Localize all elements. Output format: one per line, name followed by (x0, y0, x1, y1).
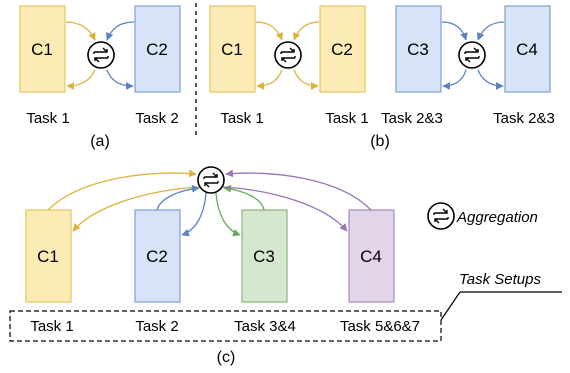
client-box-c2 (319, 5, 366, 93)
client-box-c1 (209, 5, 256, 93)
download-arrow (181, 192, 207, 237)
client-box-c2 (134, 209, 181, 303)
client-label: C1 (31, 40, 53, 59)
download-arrow (72, 186, 200, 232)
download-arrow (442, 69, 467, 90)
aggregation-icon (87, 41, 115, 69)
aggregation-icon (274, 41, 302, 69)
task-label: Task 2&3 (493, 110, 555, 127)
download-arrow (477, 69, 504, 90)
client-box-c1 (19, 5, 66, 93)
panel-caption: (c) (217, 349, 236, 366)
client-label: C1 (37, 247, 59, 266)
client-label: C4 (516, 40, 538, 59)
client-box-c2 (134, 5, 181, 93)
task-label: Task 3&4 (234, 318, 296, 335)
panel-caption: (a) (90, 133, 110, 150)
upload-arrow (65, 21, 96, 41)
client-box-c4 (348, 209, 395, 303)
upload-arrow (223, 184, 265, 211)
task-label: Task 2 (135, 110, 178, 127)
panel-b: C1 C2 C3 C4 Task 1 Task 1 Task 2&3 Task … (209, 5, 555, 150)
task-label: Task 1 (220, 110, 263, 127)
aggregation-icon (197, 166, 225, 194)
client-box-c3 (395, 5, 442, 93)
upload-arrow (255, 21, 284, 41)
download-arrow (215, 192, 241, 237)
client-box-c3 (241, 209, 288, 303)
task-label: Task 5&6&7 (340, 318, 420, 335)
task-setups-box (9, 310, 442, 342)
client-label: C2 (146, 40, 168, 59)
aggregation-icon (427, 202, 455, 230)
setups-callout-line (440, 291, 461, 321)
upload-arrow (476, 21, 505, 41)
aggregation-icon (458, 41, 486, 69)
upload-arrow (441, 21, 468, 41)
client-label: C3 (407, 40, 429, 59)
client-label: C1 (221, 40, 243, 59)
upload-arrow (225, 169, 372, 211)
client-label: C4 (360, 247, 382, 266)
upload-arrow (156, 184, 200, 211)
client-label: C3 (253, 247, 275, 266)
panel-c: C1 C2 C3 C4 Aggregation Task Setups Task… (9, 166, 562, 366)
client-label: C2 (331, 40, 353, 59)
upload-arrow (47, 169, 197, 211)
panel-a: C1 C2 Task 1 Task 2 (a) (19, 5, 181, 150)
legend-label: Aggregation (456, 209, 538, 226)
upload-arrow (105, 21, 135, 41)
task-setups-label: Task Setups (459, 271, 541, 288)
panel-caption: (b) (370, 133, 390, 150)
download-arrow (66, 69, 96, 90)
task-label: Task 2&3 (381, 110, 443, 127)
download-arrow (222, 186, 348, 232)
download-arrow (293, 69, 319, 90)
download-arrow (106, 69, 134, 90)
task-label: Task 1 (325, 110, 368, 127)
upload-arrow (292, 21, 320, 41)
client-box-c4 (504, 5, 551, 93)
client-label: C2 (146, 247, 168, 266)
task-label: Task 2 (135, 318, 178, 335)
task-label: Task 1 (26, 110, 69, 127)
download-arrow (256, 69, 283, 90)
task-label: Task 1 (30, 318, 73, 335)
